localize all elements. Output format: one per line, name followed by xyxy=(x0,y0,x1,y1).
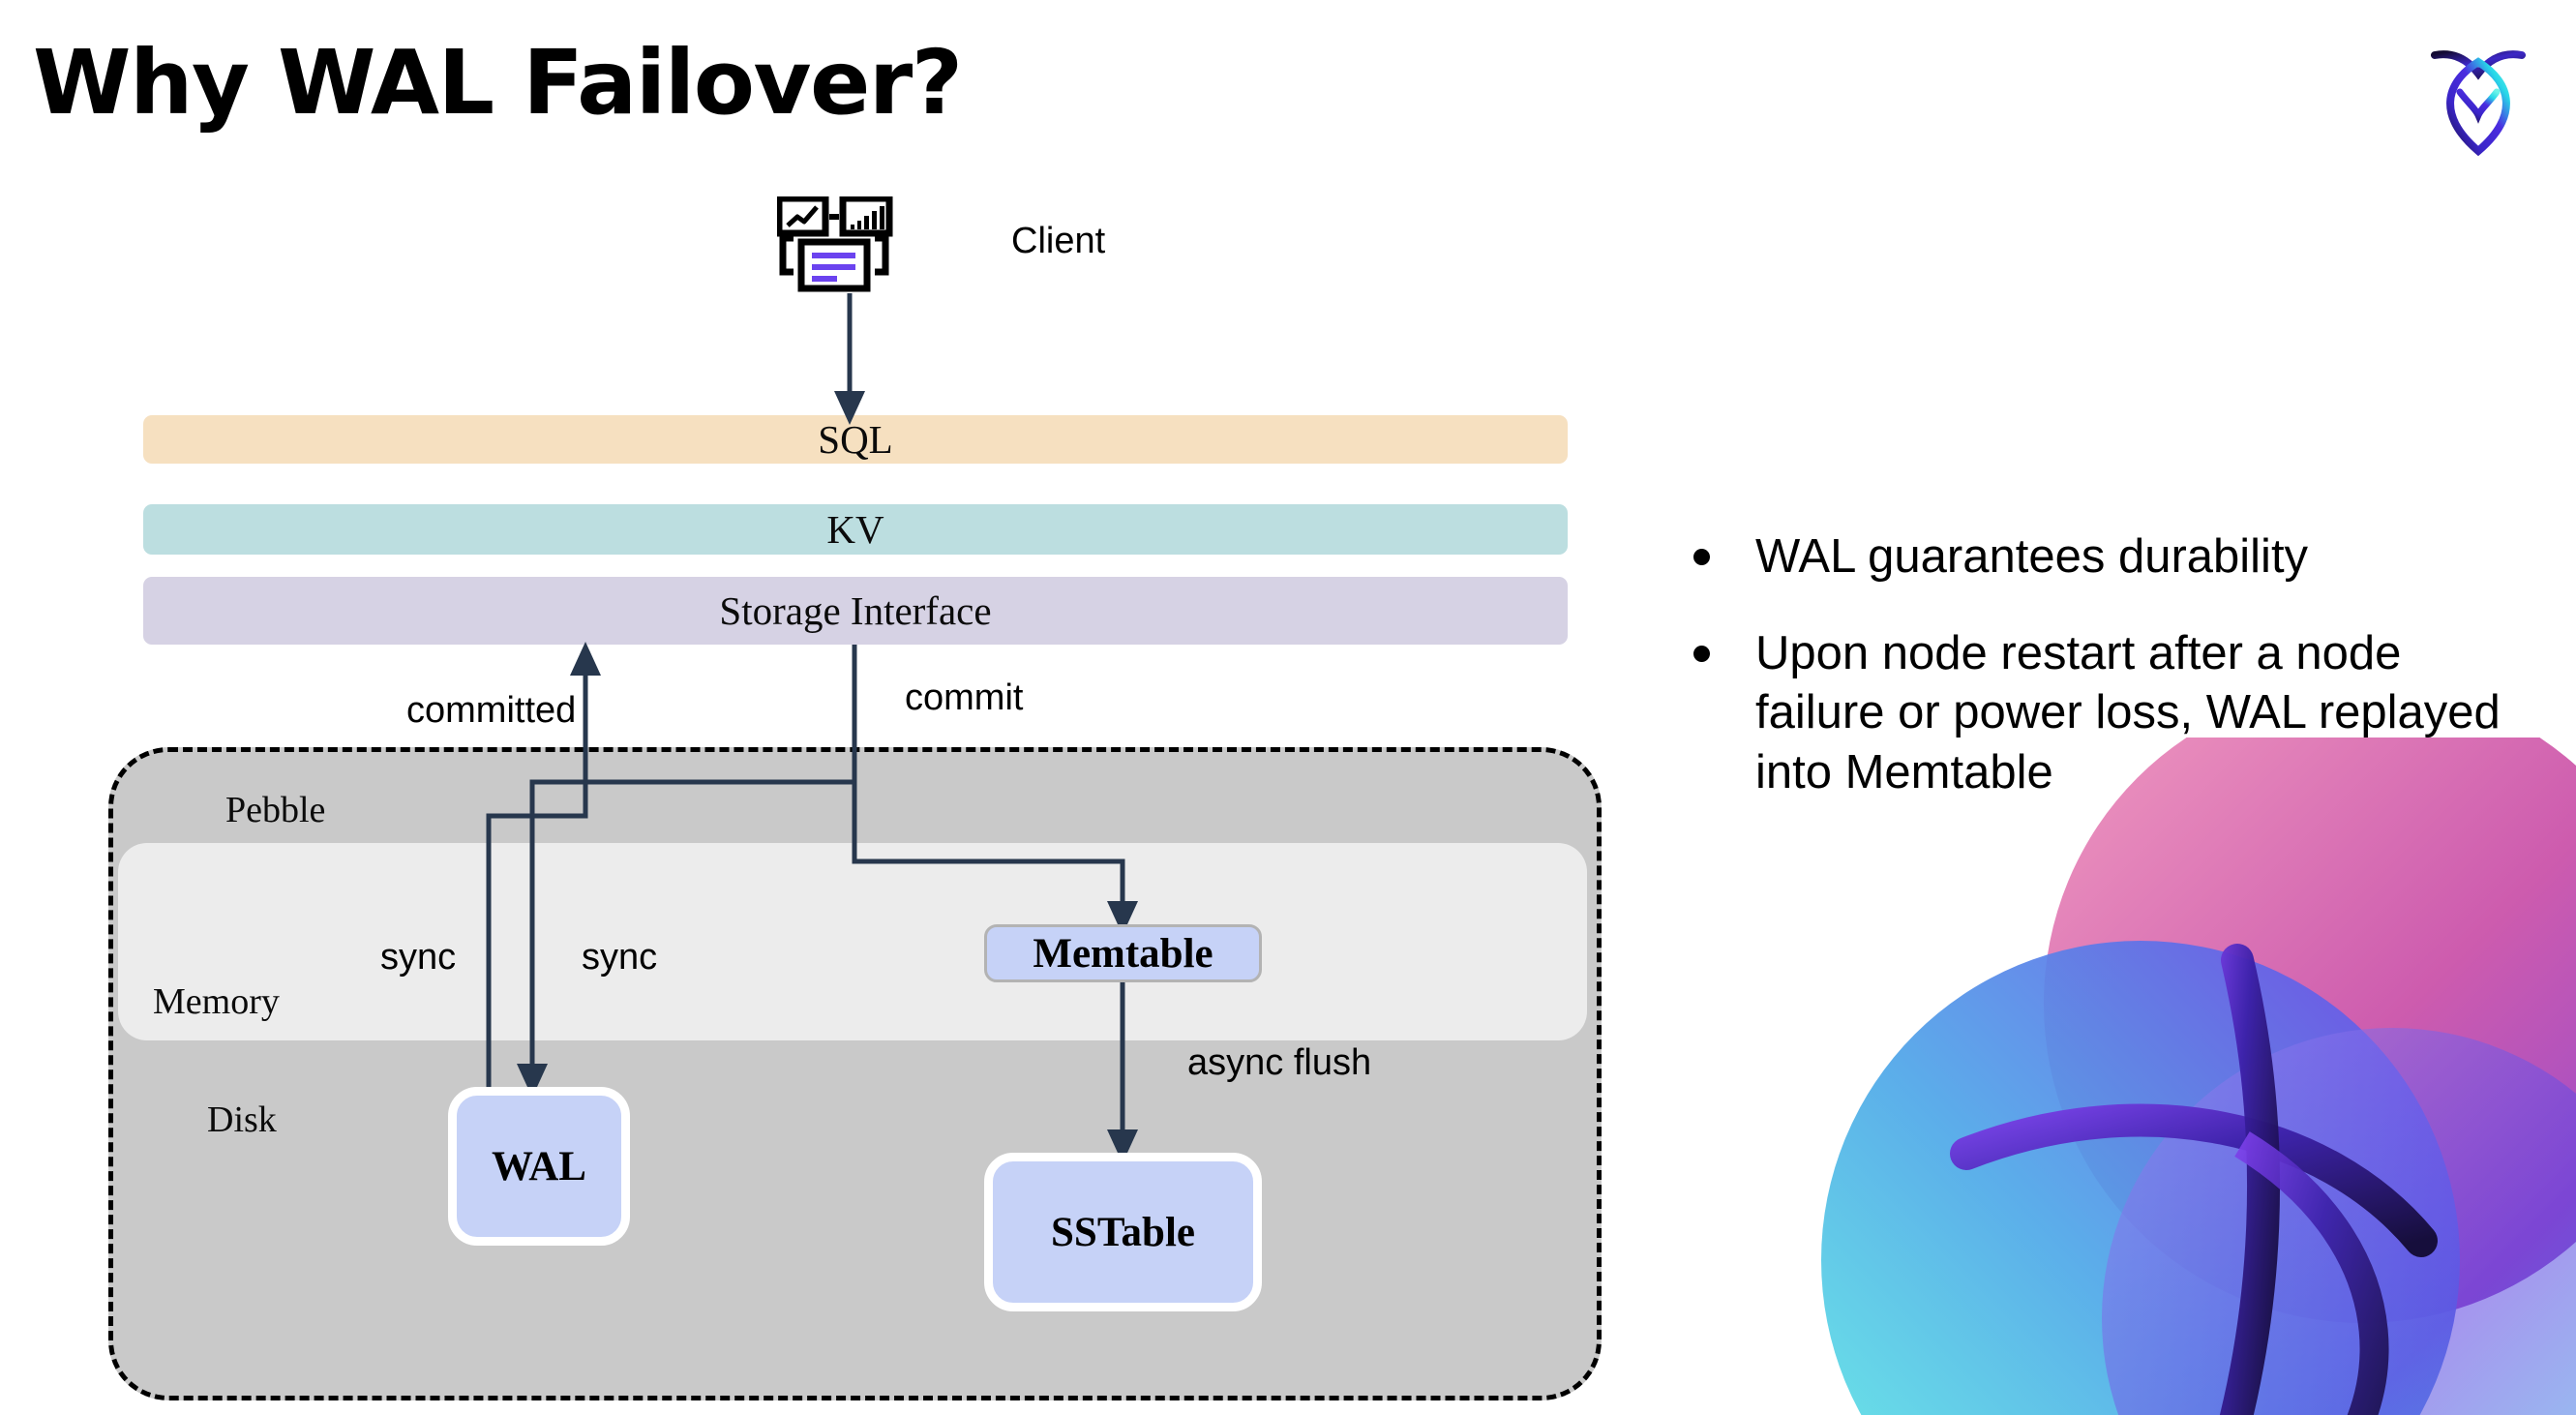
layer-label-sql: SQL xyxy=(818,417,893,462)
client-label: Client xyxy=(1011,221,1106,261)
disk-label: Disk xyxy=(207,1099,277,1140)
bullet-dot-icon xyxy=(1693,549,1710,565)
node-sstable: SSTable xyxy=(984,1153,1262,1311)
list-item: Upon node restart after a node failure o… xyxy=(1693,624,2516,803)
node-label-sstable: SSTable xyxy=(1050,1209,1195,1255)
edge-label-committed: committed xyxy=(406,690,577,731)
cockroach-labs-logo xyxy=(2406,23,2551,168)
bullet-text: WAL guarantees durability xyxy=(1755,530,2309,583)
edge-label-async-flush: async flush xyxy=(1187,1042,1372,1083)
node-label-wal: WAL xyxy=(492,1143,586,1189)
layer-bar-storage-interface: Storage Interface xyxy=(143,577,1568,645)
bullet-text: Upon node restart after a node failure o… xyxy=(1755,626,2501,799)
layer-label-storage-interface: Storage Interface xyxy=(719,588,992,633)
memory-zone xyxy=(118,843,1587,1040)
page-title: Why WAL Failover? xyxy=(33,31,963,135)
notes-bullet-list: WAL guarantees durability Upon node rest… xyxy=(1693,527,2516,840)
node-label-memtable: Memtable xyxy=(1033,930,1213,977)
client-devices-icon xyxy=(775,195,922,293)
edge-label-sync-return: sync xyxy=(582,937,658,978)
memory-label: Memory xyxy=(153,981,280,1022)
layer-label-kv: KV xyxy=(826,507,884,552)
node-wal: WAL xyxy=(448,1087,630,1246)
bullet-dot-icon xyxy=(1693,645,1710,662)
node-memtable: Memtable xyxy=(984,924,1262,982)
layer-bar-kv: KV xyxy=(143,504,1568,555)
layer-bar-sql: SQL xyxy=(143,415,1568,464)
edge-label-sync-wal: sync xyxy=(380,937,457,978)
list-item: WAL guarantees durability xyxy=(1693,527,2516,587)
pebble-label: Pebble xyxy=(225,790,326,830)
edge-label-commit: commit xyxy=(905,677,1024,718)
